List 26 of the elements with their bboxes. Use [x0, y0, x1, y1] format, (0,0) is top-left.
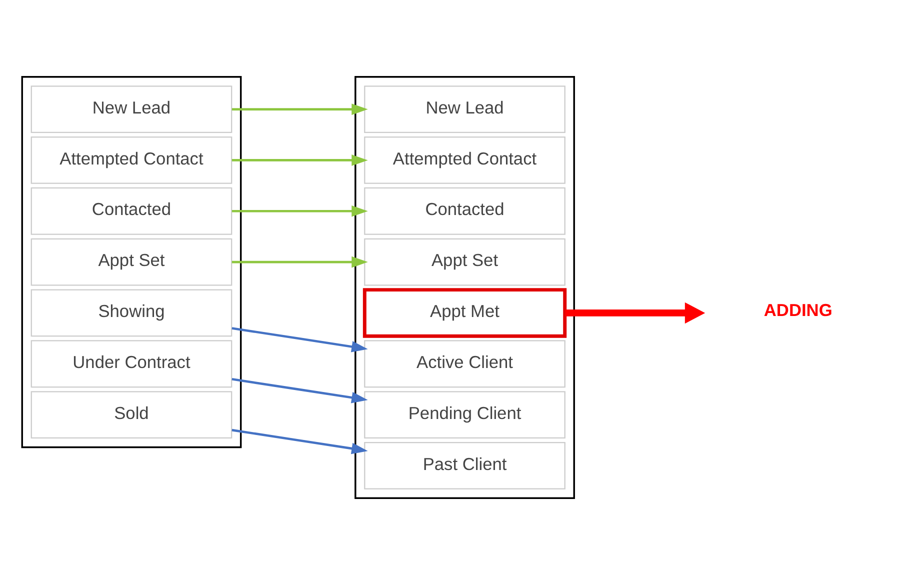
- cluster: [354, 76, 575, 498]
- node-box: Showing: [30, 288, 232, 336]
- node-box: Appt Set: [364, 238, 566, 286]
- node-box: Contacted: [364, 186, 566, 234]
- arrow: [232, 256, 368, 268]
- arrow: [232, 428, 368, 454]
- node-text: ADDING: [764, 299, 832, 320]
- node-box: Pending Client: [364, 390, 566, 438]
- node-box: Attempted Contact: [30, 136, 232, 184]
- arrow: [232, 378, 368, 403]
- node-box: Appt Met: [362, 288, 567, 338]
- node-box: Active Client: [364, 340, 566, 388]
- arrow: [232, 204, 368, 216]
- node-box: New Lead: [364, 85, 566, 133]
- node-box: Past Client: [364, 441, 566, 489]
- arrow: [232, 103, 368, 114]
- node-box: New Lead: [30, 85, 232, 133]
- node-box: Sold: [30, 390, 232, 438]
- node-box: Contacted: [30, 186, 232, 234]
- arrow: [565, 302, 706, 324]
- arrow: [232, 326, 368, 352]
- cluster: [21, 76, 242, 448]
- node-box: Appt Set: [30, 238, 232, 286]
- node-box: Under Contract: [30, 340, 232, 388]
- arrow: [232, 154, 368, 166]
- node-box: Attempted Contact: [364, 136, 566, 184]
